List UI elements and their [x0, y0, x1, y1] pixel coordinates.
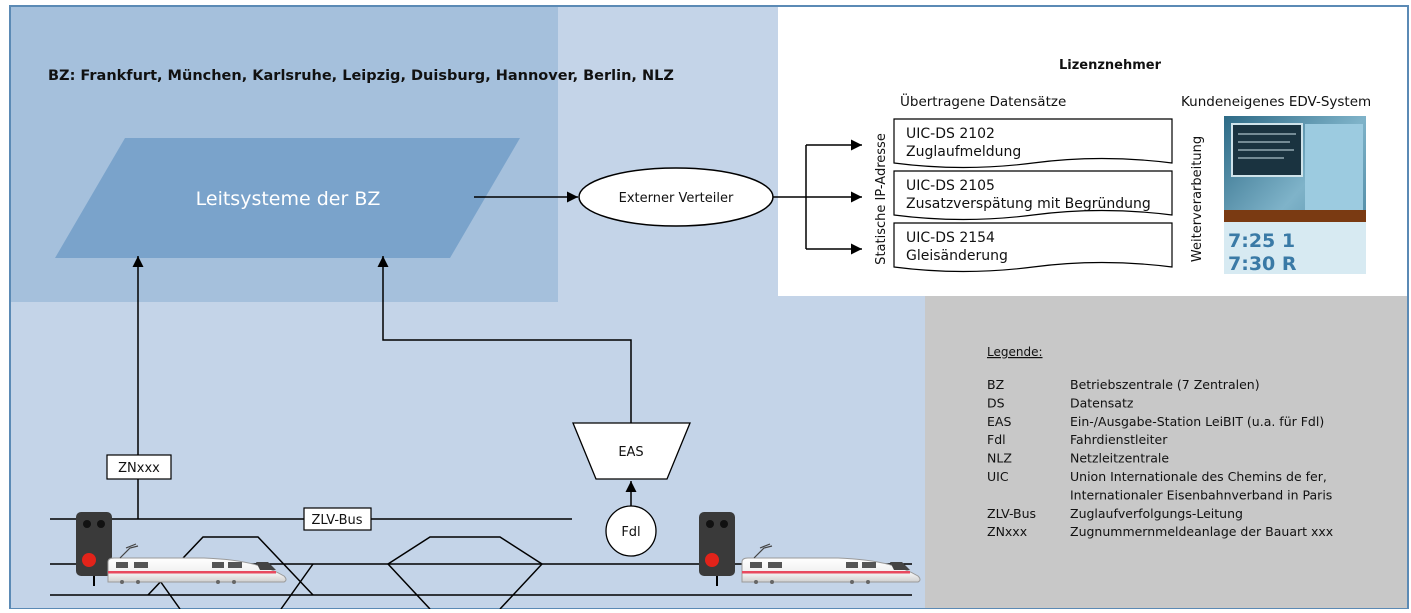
- legend-abbr: DS: [987, 395, 1005, 410]
- signal-right: [699, 512, 735, 586]
- ds-2154-code: UIC-DS 2154: [906, 230, 995, 246]
- ds-2102-code: UIC-DS 2102: [906, 126, 995, 142]
- legend-description: Zuglaufverfolgungs-Leitung: [1070, 506, 1243, 521]
- processing-label: Weiterverarbeitung: [1190, 136, 1205, 262]
- legend-abbr: BZ: [987, 377, 1004, 392]
- edv-system-photo: 7:25 1 7:30 R: [1224, 116, 1366, 275]
- licensee-title: Lizenznehmer: [1059, 58, 1162, 73]
- leitsysteme-shape: [55, 138, 520, 258]
- eas-shape: [572, 422, 691, 480]
- ds-2105-code: UIC-DS 2105: [906, 178, 995, 194]
- document-ds-2154: [893, 222, 1173, 273]
- verteiler-label: Externer Verteiler: [619, 191, 734, 206]
- legend-description: Union Internationale des Chemins de fer,: [1070, 469, 1327, 484]
- fdl-label: Fdl: [621, 525, 640, 540]
- zlv-bus-box: [303, 507, 372, 531]
- zlv-bus-label: ZLV-Bus: [311, 513, 362, 528]
- legend-abbr: ZNxxx: [987, 524, 1027, 539]
- edv-header: Kundeneigenes EDV-System: [1181, 94, 1371, 110]
- legend-description: Fahrdienstleiter: [1070, 432, 1168, 447]
- legend-panel: [925, 296, 1408, 609]
- legend-abbr: ZLV-Bus: [987, 506, 1036, 521]
- fdl-circle: [605, 505, 657, 557]
- legend-abbr: EAS: [987, 414, 1011, 429]
- document-ds-2105: [893, 170, 1173, 221]
- legend-description: Netzleitzentrale: [1070, 451, 1169, 466]
- bz-list-title: BZ: Frankfurt, München, Karlsruhe, Leipz…: [48, 68, 674, 84]
- ds-2105-desc: Zusatzverspätung mit Begründung: [906, 196, 1151, 212]
- legend-description: Datensatz: [1070, 395, 1134, 410]
- legend-description: Internationaler Eisenbahnverband in Pari…: [1070, 487, 1332, 502]
- znxxx-label: ZNxxx: [118, 461, 160, 476]
- photo-time-1: 7:25 1: [1228, 230, 1295, 252]
- legend-abbr: NLZ: [987, 451, 1012, 466]
- photo-time-2: 7:30 R: [1228, 253, 1297, 275]
- ds-2102-desc: Zuglaufmeldung: [906, 144, 1021, 160]
- leitsysteme-label: Leitsysteme der BZ: [196, 188, 381, 210]
- legend-description: Zugnummernmeldeanlage der Bauart xxx: [1070, 524, 1333, 539]
- document-ds-2102: [893, 118, 1173, 169]
- signal-left: [76, 512, 112, 586]
- ds-2154-desc: Gleisänderung: [906, 248, 1008, 264]
- legend-description: Betriebszentrale (7 Zentralen): [1070, 377, 1260, 392]
- eas-label: EAS: [618, 445, 643, 460]
- legend: Legende: BZ Betriebszentrale (7 Zentralen…: [987, 345, 1333, 539]
- static-ip-label: Statische IP-Adresse: [874, 133, 889, 265]
- legend-description: Ein-/Ausgabe-Station LeiBIT (u.a. für Fd…: [1070, 414, 1324, 429]
- znxxx-box: [106, 454, 172, 480]
- legend-abbr: UIC: [987, 469, 1009, 484]
- datasets-header: Übertragene Datensätze: [900, 92, 1066, 110]
- arrow-eas-to-leitsysteme: [377, 256, 632, 423]
- legend-title: Legende:: [987, 345, 1043, 359]
- legend-abbr: Fdl: [987, 432, 1006, 447]
